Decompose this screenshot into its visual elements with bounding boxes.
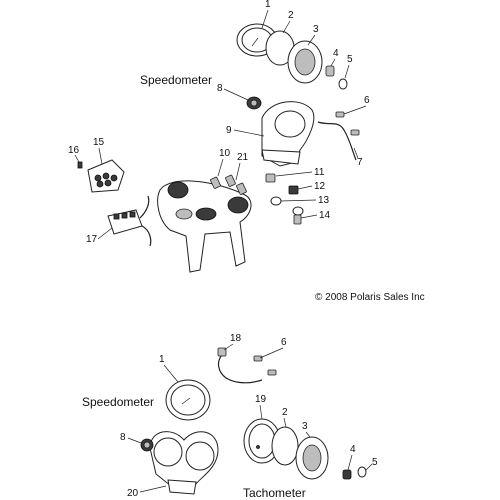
svg-text:6: 6	[281, 337, 287, 348]
svg-text:2: 2	[282, 407, 288, 418]
connectors-10-21	[210, 174, 247, 195]
wiring-harness-top	[317, 121, 357, 161]
svg-text:21: 21	[237, 152, 249, 163]
svg-text:9: 9	[226, 125, 232, 136]
grommet-bottom	[140, 438, 154, 452]
bulb-socket-bottom	[342, 469, 352, 480]
svg-text:13: 13	[318, 195, 330, 206]
svg-text:6: 6	[364, 95, 370, 106]
callouts-bottom: 18 6 1 19 2 3 4 5 8 20	[120, 333, 378, 499]
speedometer-title-bottom: Speedometer	[82, 395, 154, 409]
bulb-top	[338, 78, 348, 90]
svg-text:4: 4	[350, 444, 356, 455]
housing-cup-top	[287, 40, 323, 84]
copyright: © 2008 Polaris Sales Inc	[315, 292, 425, 303]
svg-text:18: 18	[230, 333, 242, 344]
speedometer-title-top: Speedometer	[140, 73, 212, 87]
svg-text:20: 20	[127, 488, 139, 499]
switch-block	[107, 195, 152, 247]
svg-text:1: 1	[159, 354, 165, 365]
svg-text:5: 5	[372, 457, 378, 468]
bulbs-top	[335, 111, 360, 136]
svg-text:2: 2	[288, 10, 294, 21]
svg-text:14: 14	[319, 210, 331, 221]
grommet-top	[246, 96, 262, 110]
svg-text:7: 7	[357, 157, 363, 168]
svg-text:5: 5	[347, 54, 353, 65]
housing-cup-bottom	[295, 436, 329, 480]
switch-cover	[87, 159, 125, 193]
svg-text:1: 1	[265, 0, 271, 10]
fasteners-11-14	[265, 173, 304, 225]
tachometer-title: Tachometer	[243, 486, 306, 500]
svg-text:4: 4	[333, 48, 339, 59]
svg-text:3: 3	[313, 24, 319, 35]
svg-text:11: 11	[314, 167, 325, 178]
svg-text:19: 19	[255, 394, 267, 405]
svg-text:17: 17	[86, 234, 98, 245]
callouts-top: 1 2 3 4 5 6 7 8 9 10 11 12 13 14 15 16 1…	[68, 0, 370, 245]
svg-text:12: 12	[314, 181, 326, 192]
mounting-bracket-top	[261, 101, 315, 167]
speedometer-gauge-bottom	[165, 379, 211, 421]
svg-text:8: 8	[217, 83, 223, 94]
bulb-socket-top	[325, 65, 335, 77]
triple-clamp	[157, 180, 252, 273]
svg-text:15: 15	[93, 137, 105, 148]
gasket-ring-bottom	[271, 426, 299, 466]
screw-16	[77, 161, 83, 169]
svg-text:16: 16	[68, 145, 80, 156]
wiring-harness-bottom	[217, 347, 277, 384]
bulb-bottom	[357, 466, 367, 478]
dual-bracket	[149, 431, 219, 495]
svg-text:3: 3	[302, 421, 308, 432]
svg-text:10: 10	[219, 148, 231, 159]
svg-text:8: 8	[120, 432, 126, 443]
